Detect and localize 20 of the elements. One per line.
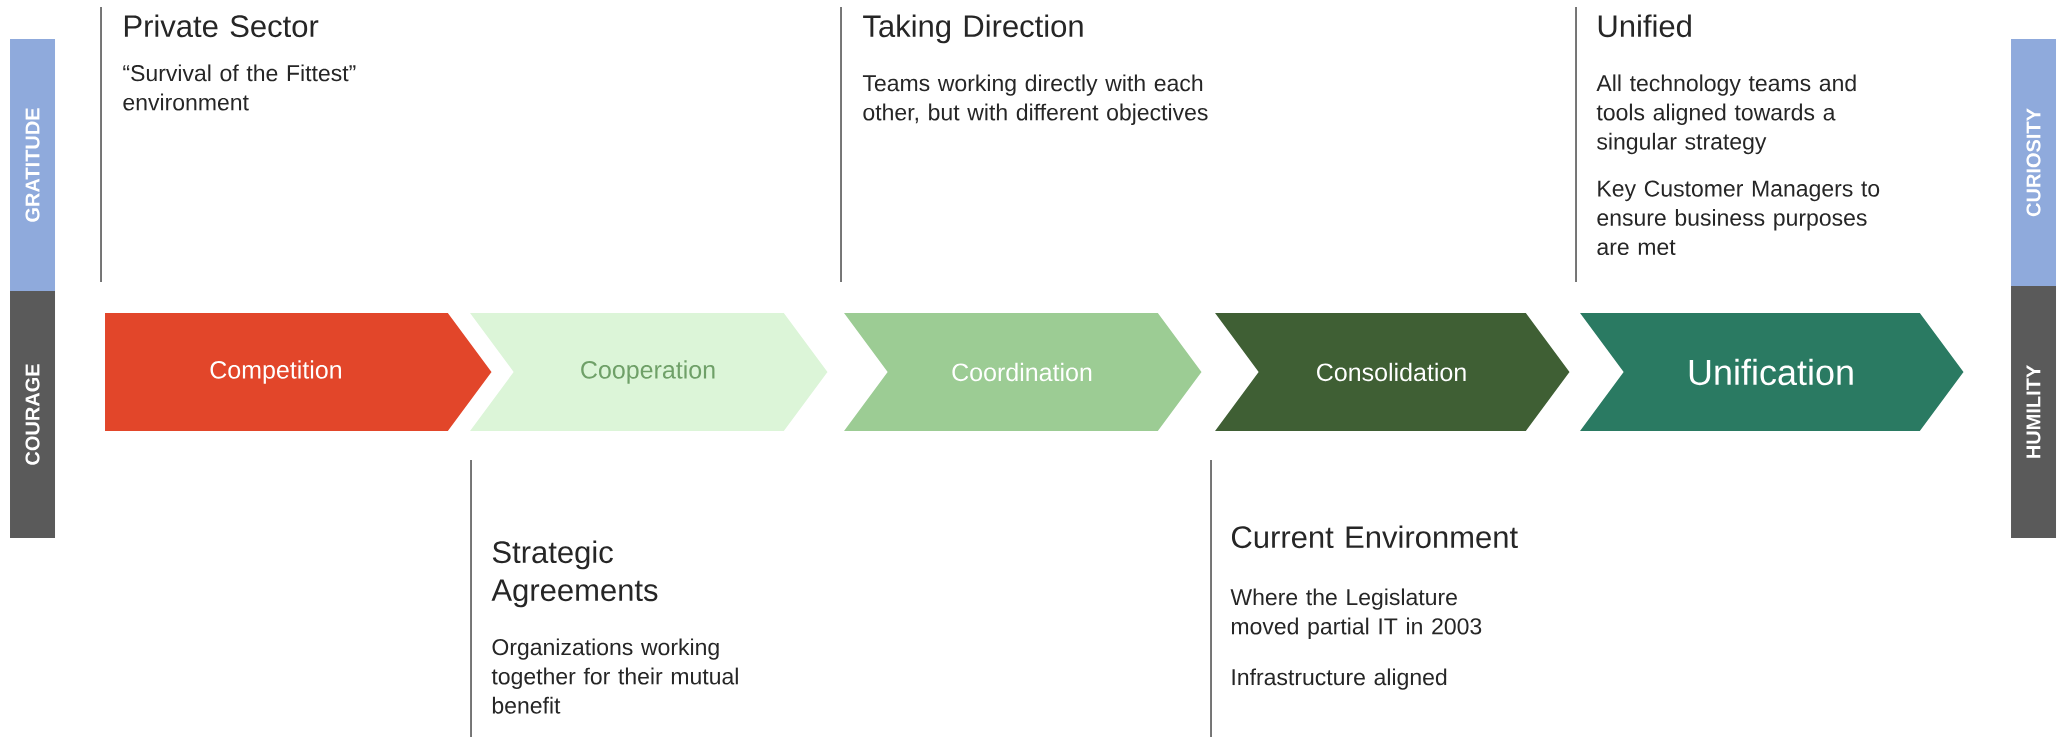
side-bar: CURIOSITY	[2011, 39, 2056, 286]
process-step: Unification	[1572, 309, 1969, 435]
section-heading: Taking Direction	[863, 14, 1083, 44]
description-text: Teams working directly with each other, but with different objectives	[862, 74, 1208, 126]
section-heading: Unified	[1598, 14, 1691, 38]
section-heading: Private Sector	[124, 14, 319, 38]
process-step: Coordination	[836, 309, 1207, 435]
process-step: Competition	[101, 309, 497, 435]
section-heading: Current Environment	[1232, 525, 1518, 549]
description-text: All technology teams and tools aligned towards a singular strategy	[1596, 74, 1856, 155]
process-step: Consolidation	[1207, 309, 1575, 435]
description-text: Key Customer Managers to ensure business purposes are met	[1597, 180, 1880, 256]
description-text: Infrastructure aligned	[1232, 668, 1447, 690]
description-text: “Survival of the Fittest” environment	[123, 64, 356, 111]
section-heading: Strategic Agreements	[491, 540, 658, 608]
side-bar: HUMILITY	[2011, 286, 2056, 538]
description-text: Organizations working together for their mutual benefit	[491, 638, 738, 714]
side-bar: COURAGE	[10, 291, 55, 538]
side-bar: GRATITUDE	[10, 39, 55, 291]
description-text: Where the Legislature moved partial IT in 2003	[1230, 588, 1482, 640]
